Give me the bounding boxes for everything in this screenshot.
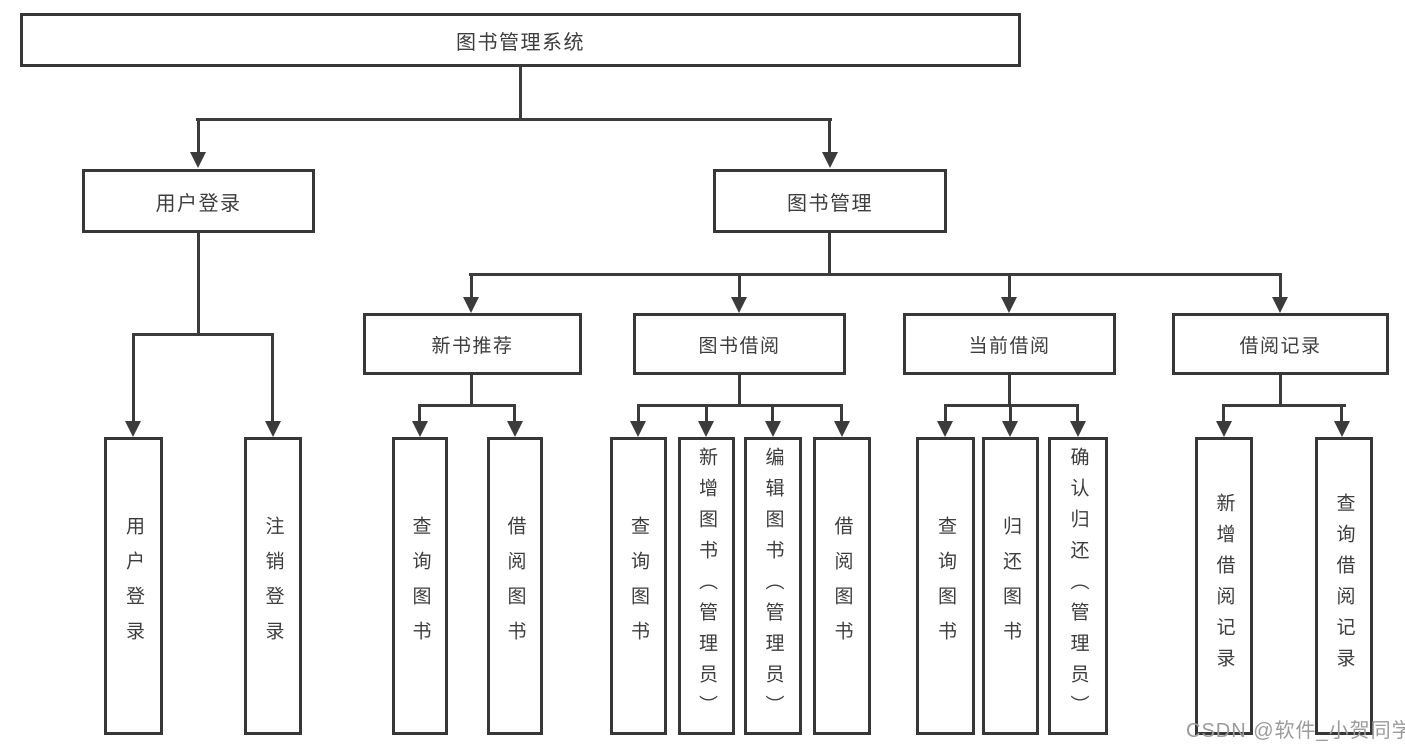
leaf-current-query-books: 查询图书 — [916, 437, 975, 735]
connector-vline — [1008, 375, 1011, 407]
arrow-down-icon — [765, 421, 781, 437]
leaf-recommend-query-books: 查询图书 — [392, 437, 448, 735]
connector-hline — [418, 404, 516, 407]
arrow-down-icon — [630, 421, 646, 437]
connector-vline — [1279, 273, 1282, 299]
connector-vline — [771, 404, 774, 423]
connector-vline — [271, 333, 274, 423]
node-new-book-recommendation: 新书推荐 — [363, 313, 582, 375]
arrow-down-icon — [125, 421, 141, 437]
connector-hline — [469, 273, 1281, 276]
connector-vline — [132, 333, 135, 423]
leaf-recommend-borrow-books: 借阅图书 — [487, 437, 543, 735]
arrow-down-icon — [1001, 297, 1017, 313]
arrow-down-icon — [412, 421, 428, 437]
connector-vline — [828, 118, 831, 154]
connector-vline — [1279, 375, 1282, 407]
connector-vline — [470, 273, 473, 299]
connector-hline — [1222, 404, 1346, 407]
connector-vline — [738, 375, 741, 407]
connector-vline — [828, 233, 831, 276]
leaf-current-confirm-return-admin: 确认归还（管理员） — [1048, 437, 1108, 735]
connector-vline — [1076, 404, 1079, 423]
connector-vline — [470, 375, 473, 407]
leaf-records-query-record: 查询借阅记录 — [1315, 437, 1373, 735]
connector-vline — [637, 404, 640, 423]
arrow-down-icon — [731, 297, 747, 313]
connector-vline — [519, 67, 522, 121]
leaf-borrowing-borrow-books: 借阅图书 — [813, 437, 871, 735]
node-book-management: 图书管理 — [713, 169, 947, 233]
arrow-down-icon — [507, 421, 523, 437]
connector-vline — [197, 118, 200, 154]
connector-vline — [840, 404, 843, 423]
leaf-borrowing-edit-books-admin: 编辑图书（管理员） — [744, 437, 802, 735]
node-user-login: 用户登录 — [82, 169, 315, 233]
leaf-current-return-books: 归还图书 — [982, 437, 1039, 735]
arrow-down-icon — [822, 152, 838, 168]
leaf-user-login: 用户登录 — [104, 437, 163, 735]
connector-hline — [132, 333, 274, 336]
leaf-logout: 注销登录 — [244, 437, 302, 735]
arrow-down-icon — [834, 421, 850, 437]
connector-vline — [944, 404, 947, 423]
leaf-borrowing-query-books: 查询图书 — [610, 437, 667, 735]
connector-vline — [1009, 404, 1012, 423]
leaf-records-add-record: 新增借阅记录 — [1195, 437, 1253, 735]
connector-vline — [1222, 404, 1225, 423]
arrow-down-icon — [1070, 421, 1086, 437]
connector-vline — [738, 273, 741, 299]
arrow-down-icon — [1216, 421, 1232, 437]
watermark: CSDN @软件_小贺同学 — [1186, 720, 1405, 742]
arrow-down-icon — [463, 297, 479, 313]
connector-hline — [637, 404, 843, 407]
leaf-borrowing-add-books-admin: 新增图书（管理员） — [678, 437, 735, 735]
connector-hline — [196, 118, 832, 121]
node-borrowing-records: 借阅记录 — [1172, 313, 1389, 375]
connector-vline — [197, 233, 200, 335]
connector-vline — [1340, 404, 1343, 423]
arrow-down-icon — [937, 421, 953, 437]
node-current-borrowing: 当前借阅 — [903, 313, 1116, 375]
arrow-down-icon — [698, 421, 714, 437]
arrow-down-icon — [265, 421, 281, 437]
node-library-management-system: 图书管理系统 — [20, 13, 1021, 67]
connector-vline — [1008, 273, 1011, 299]
node-book-borrowing: 图书借阅 — [633, 313, 846, 375]
arrow-down-icon — [1002, 421, 1018, 437]
arrow-down-icon — [1272, 297, 1288, 313]
arrow-down-icon — [1334, 421, 1350, 437]
arrow-down-icon — [190, 152, 206, 168]
connector-vline — [513, 404, 516, 423]
connector-vline — [705, 404, 708, 423]
connector-vline — [418, 404, 421, 423]
